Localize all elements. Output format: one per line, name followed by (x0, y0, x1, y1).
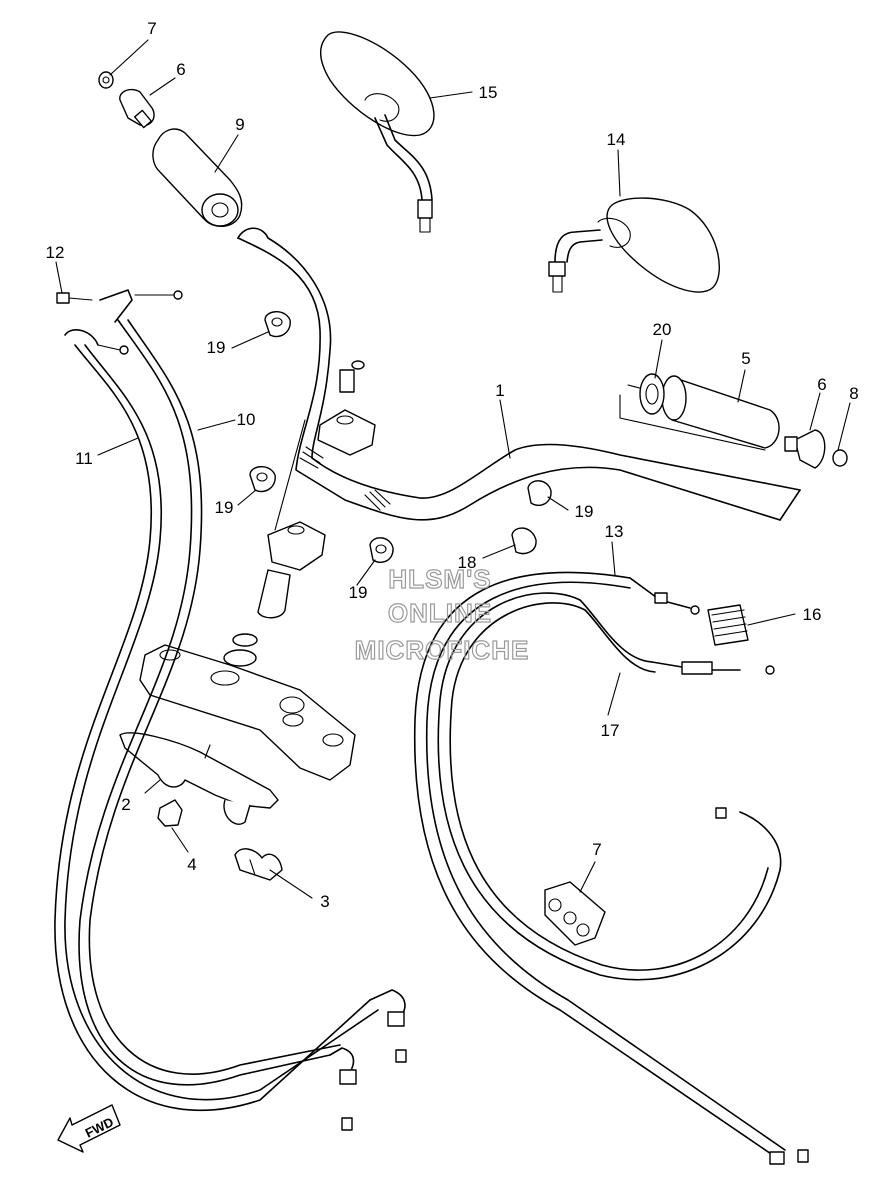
callout-4: 4 (187, 855, 196, 874)
callout-8: 9 (235, 115, 244, 134)
leader-lines (55, 39, 851, 899)
clutch-cable-12 (413, 571, 809, 1165)
watermark-line2: ONLINE (388, 598, 492, 628)
callout-19-right: 19 (575, 502, 594, 521)
mirror-right-rear (320, 31, 435, 233)
bolt-11 (56, 292, 93, 304)
callout-9: 10 (237, 410, 256, 429)
clamp-19-upper (264, 311, 291, 338)
cable-holder (544, 881, 606, 946)
callout-7-right: 8 (849, 384, 858, 403)
cable-guide (119, 732, 279, 825)
callout-12: 13 (605, 522, 624, 541)
callout-6-right: 6 (817, 375, 826, 394)
riser (223, 419, 326, 667)
callout-15: 15 (479, 83, 498, 102)
watermark-line1: HLSM'S (388, 564, 491, 594)
callout-19-mid: 19 (349, 583, 368, 602)
callout-3: 3 (320, 892, 329, 911)
callout-11: 12 (46, 243, 65, 262)
callout-5: 5 (741, 349, 750, 368)
callout-7-top: 7 (147, 19, 156, 38)
callout-2: 2 (121, 795, 130, 814)
callout-6-left: 6 (176, 60, 185, 79)
callout-19-upper: 19 (207, 338, 226, 357)
callout-17: 7 (592, 840, 601, 859)
callout-18: 18 (458, 553, 477, 572)
fwd-arrow: FWD (57, 1104, 121, 1153)
clamp-19-mid (369, 537, 394, 564)
throttle-cable-9 (78, 289, 341, 1086)
callout-10: 11 (75, 449, 93, 468)
callout-14: 14 (607, 130, 626, 149)
watermark-line3: MICROFICHE (355, 635, 530, 665)
cable-clamp (234, 848, 283, 881)
clamp-19-right (527, 480, 552, 507)
upper-bracket (139, 644, 356, 781)
upper-holder (317, 360, 376, 456)
clamp-19-left (249, 466, 276, 493)
bar-end-left (98, 71, 155, 129)
clamp-18 (511, 527, 537, 555)
throttle-grip-assy (619, 373, 848, 469)
handlebar-part (237, 227, 801, 521)
callout-13: 16 (803, 605, 822, 624)
callout-19-left: 19 (215, 498, 234, 517)
cable-16 (437, 592, 782, 981)
grip-part (152, 128, 243, 227)
cable-adjuster (707, 604, 749, 646)
watermark: HLSM'S ONLINE MICROFICHE (354, 563, 530, 665)
cable-ends-lower (329, 989, 407, 1131)
callout-16: 17 (601, 721, 620, 740)
callout-labels: 7 6 9 15 14 12 19 20 5 6 8 1 10 11 19 19… (46, 19, 859, 911)
mirror-left (548, 197, 721, 293)
callout-1: 1 (495, 381, 504, 400)
callout-20: 20 (653, 320, 672, 339)
nut (157, 799, 183, 827)
